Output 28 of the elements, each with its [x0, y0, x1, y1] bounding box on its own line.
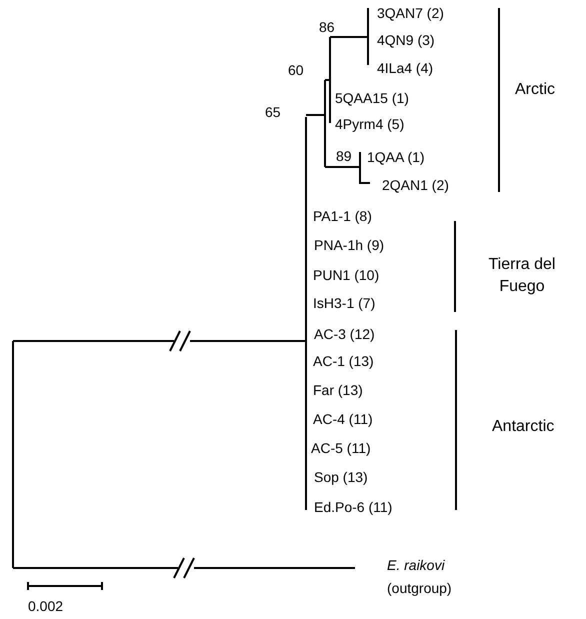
taxon-label: AC-1 (13): [313, 352, 374, 370]
taxon-label: 2QAN1 (2): [382, 176, 449, 194]
taxon-label: 1QAA (1): [367, 148, 425, 166]
bootstrap-value: 89: [336, 147, 352, 165]
taxon-label: 5QAA15 (1): [335, 89, 409, 107]
scale-value: 0.002: [28, 597, 64, 615]
taxon-label: IsH3-1 (7): [313, 294, 376, 312]
bootstrap-value: 65: [265, 103, 281, 121]
taxon-label: 4ILa4 (4): [377, 59, 434, 77]
taxon-label: AC-3 (12): [314, 325, 375, 343]
taxon-label: PUN1 (10): [313, 266, 380, 284]
taxon-label: AC-5 (11): [311, 439, 371, 457]
taxon-label: AC-4 (11): [313, 410, 373, 428]
clade-label: Arctic: [515, 81, 555, 99]
taxon-label: Ed.Po-6 (11): [314, 498, 392, 516]
bootstrap-value: 60: [288, 61, 304, 79]
clade-label: Tierra del Fuego: [488, 255, 556, 297]
taxon-label: 3QAN7 (2): [377, 4, 444, 22]
taxon-label: 4Pyrm4 (5): [335, 115, 404, 133]
taxon-label: PNA-1h (9): [314, 236, 384, 254]
taxon-label: Sop (13): [314, 468, 368, 486]
taxon-label: Far (13): [313, 381, 363, 399]
taxon-label: 4QN9 (3): [377, 31, 435, 49]
outgroup-note: (outgroup): [387, 579, 452, 597]
bootstrap-value: 86: [319, 18, 335, 36]
clade-label: Antarctic: [492, 418, 554, 436]
taxon-label: E. raikovi: [387, 556, 445, 574]
taxon-label: PA1-1 (8): [313, 207, 372, 225]
